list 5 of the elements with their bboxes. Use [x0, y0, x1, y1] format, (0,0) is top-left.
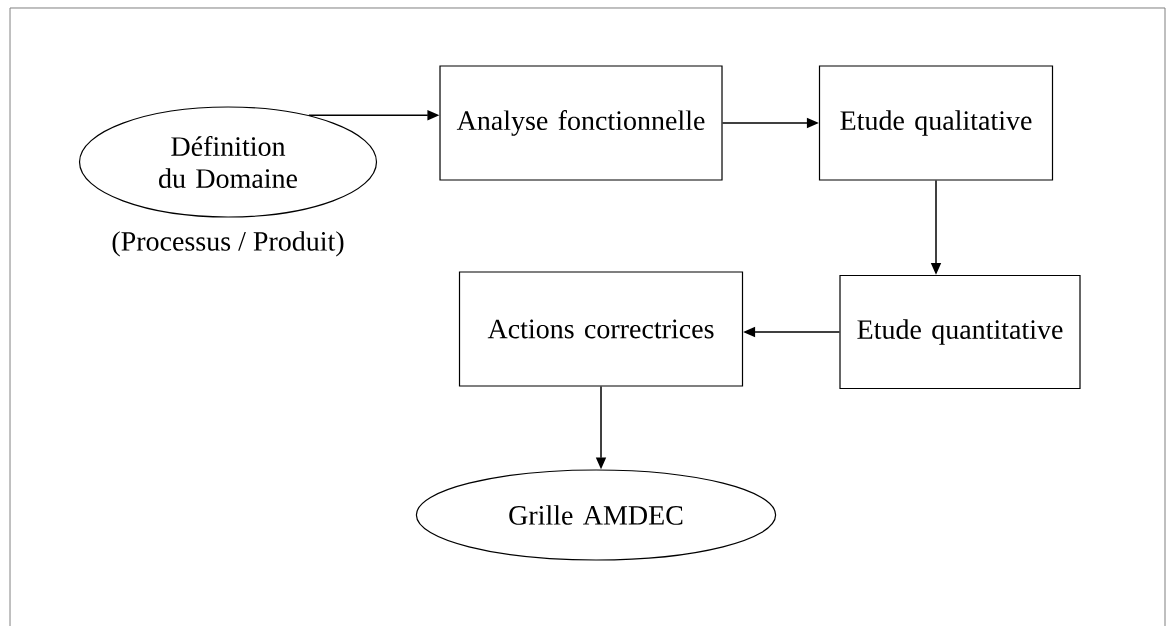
process-box: Etude quantitative — [839, 274, 1081, 390]
process-box: Actions correctrices — [458, 271, 744, 387]
node-caption: (Processus / Produit) — [112, 231, 344, 257]
process-box: Analyse fonctionnelle — [439, 65, 723, 181]
process-box: Etude qualitative — [818, 65, 1054, 181]
